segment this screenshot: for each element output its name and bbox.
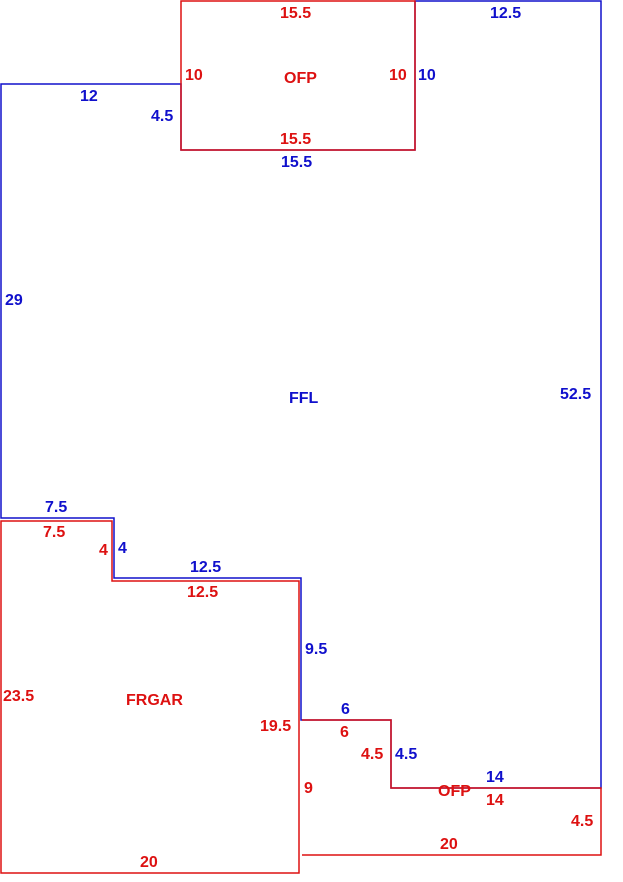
ofp-bottom-dim-left: 9 — [304, 780, 313, 797]
frgar-dim-bottom: 20 — [140, 854, 158, 871]
ofp-bottom-label: OFP — [438, 783, 471, 800]
ffl-dim-step-left: 4.5 — [151, 108, 173, 125]
ofp-top-outline — [180, 0, 416, 151]
ofp-bottom-dim-right: 4.5 — [571, 813, 593, 830]
frgar-dim-top-left: 7.5 — [43, 524, 65, 541]
ofp-top-label: OFP — [284, 70, 317, 87]
ofp-bottom-dim-top-left: 6 — [340, 724, 349, 741]
ffl-dim-bottom-step1: 7.5 — [45, 499, 67, 516]
ffl-dim-left: 29 — [5, 292, 23, 309]
ofp-top-dim-right: 10 — [389, 67, 407, 84]
ffl-dim-ofp-side: 10 — [418, 67, 436, 84]
ofp-bottom-outline — [302, 719, 602, 856]
ffl-dim-top-right: 12.5 — [490, 5, 521, 22]
ffl-dim-top-left: 12 — [80, 88, 98, 105]
ffl-dim-bottom-step3-drop: 4.5 — [395, 746, 417, 763]
frgar-dim-top-mid: 12.5 — [187, 584, 218, 601]
ofp-top-dim-left: 10 — [185, 67, 203, 84]
ffl-dim-bottom-step1-drop: 4 — [118, 540, 127, 557]
ofp-top-dim-bottom: 15.5 — [280, 131, 311, 148]
frgar-outline — [0, 520, 300, 874]
ffl-dim-bottom-step3: 6 — [341, 701, 350, 718]
frgar-dim-drop1: 4 — [99, 542, 108, 559]
ffl-dim-bottom-drop: 9.5 — [305, 641, 327, 658]
ffl-dim-bottom-step4: 14 — [486, 769, 504, 786]
ofp-bottom-dim-top-right: 14 — [486, 792, 504, 809]
frgar-dim-left: 23.5 — [3, 688, 34, 705]
ofp-top-dim-top: 15.5 — [280, 5, 311, 22]
ofp-bottom-dim-bottom: 20 — [440, 836, 458, 853]
frgar-label: FRGAR — [126, 692, 183, 709]
ofp-bottom-dim-drop-left: 4.5 — [361, 746, 383, 763]
frgar-dim-right: 19.5 — [260, 718, 291, 735]
ffl-label: FFL — [289, 390, 319, 407]
ffl-dim-bottom-step2: 12.5 — [190, 559, 221, 576]
ffl-dim-ofp-bottom: 15.5 — [281, 154, 312, 171]
ffl-dim-right: 52.5 — [560, 386, 591, 403]
